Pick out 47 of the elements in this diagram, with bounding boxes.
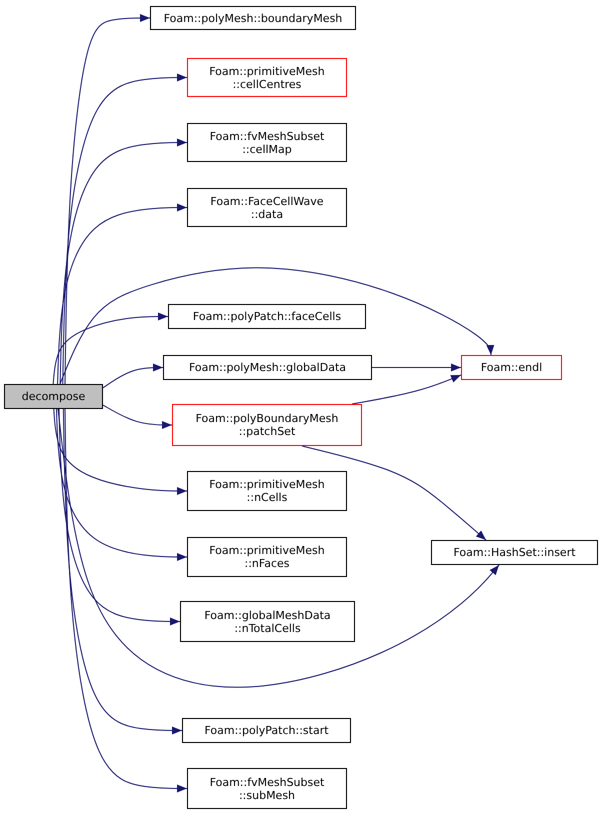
function-box [461,355,562,380]
function-box [187,123,347,162]
function-name: Foam::primitiveMesh ::nFaces [208,544,326,570]
function-box [187,471,347,511]
arrow [102,404,172,429]
arrow [58,408,500,688]
current-function-box [4,384,103,409]
arrow [302,446,486,540]
function-name: Foam::fvMeshSubset ::subMesh [208,776,326,802]
arrow [62,408,182,734]
arrow [60,267,494,384]
function-box [187,768,347,809]
arrow [62,74,188,384]
function-name: Foam::polyMesh::globalData [189,361,346,374]
arrow [60,138,188,384]
arrow [372,364,462,372]
function-name: decompose [22,390,86,403]
function-box [180,601,355,642]
function-box [168,304,366,329]
function-name: Foam::FaceCellWave ::data [209,194,325,220]
arrow [352,374,462,404]
arrow [64,14,150,384]
arrow [57,204,188,384]
function-name: Foam::polyPatch::start [204,724,329,737]
function-name: Foam::HashSet::insert [453,546,576,559]
function-name: Foam::fvMeshSubset ::cellMap [208,130,326,156]
arrow [53,408,188,495]
function-name: Foam::polyBoundaryMesh ::patchSet [194,412,340,438]
function-box [187,188,347,227]
arrow [64,408,188,792]
function-box [431,540,598,565]
function-box [187,537,347,577]
arrow [102,364,164,388]
function-name: Foam::globalMeshData ::nTotalCells [203,608,332,634]
arrow [56,408,188,561]
function-box [187,58,347,97]
function-name: Foam::polyMesh::boundaryMesh [164,12,342,24]
function-box [163,355,372,380]
arrow [58,408,180,626]
function-box [172,404,362,446]
function-box [150,6,356,30]
arrow [52,312,168,384]
function-name: Foam::polyPatch::faceCells [192,310,342,323]
function-box [182,718,351,743]
function-name: Foam::primitiveMesh ::nCells [208,478,326,504]
function-name: Foam::primitiveMesh ::cellCentres [208,64,326,90]
function-name: Foam::endl [480,361,542,374]
